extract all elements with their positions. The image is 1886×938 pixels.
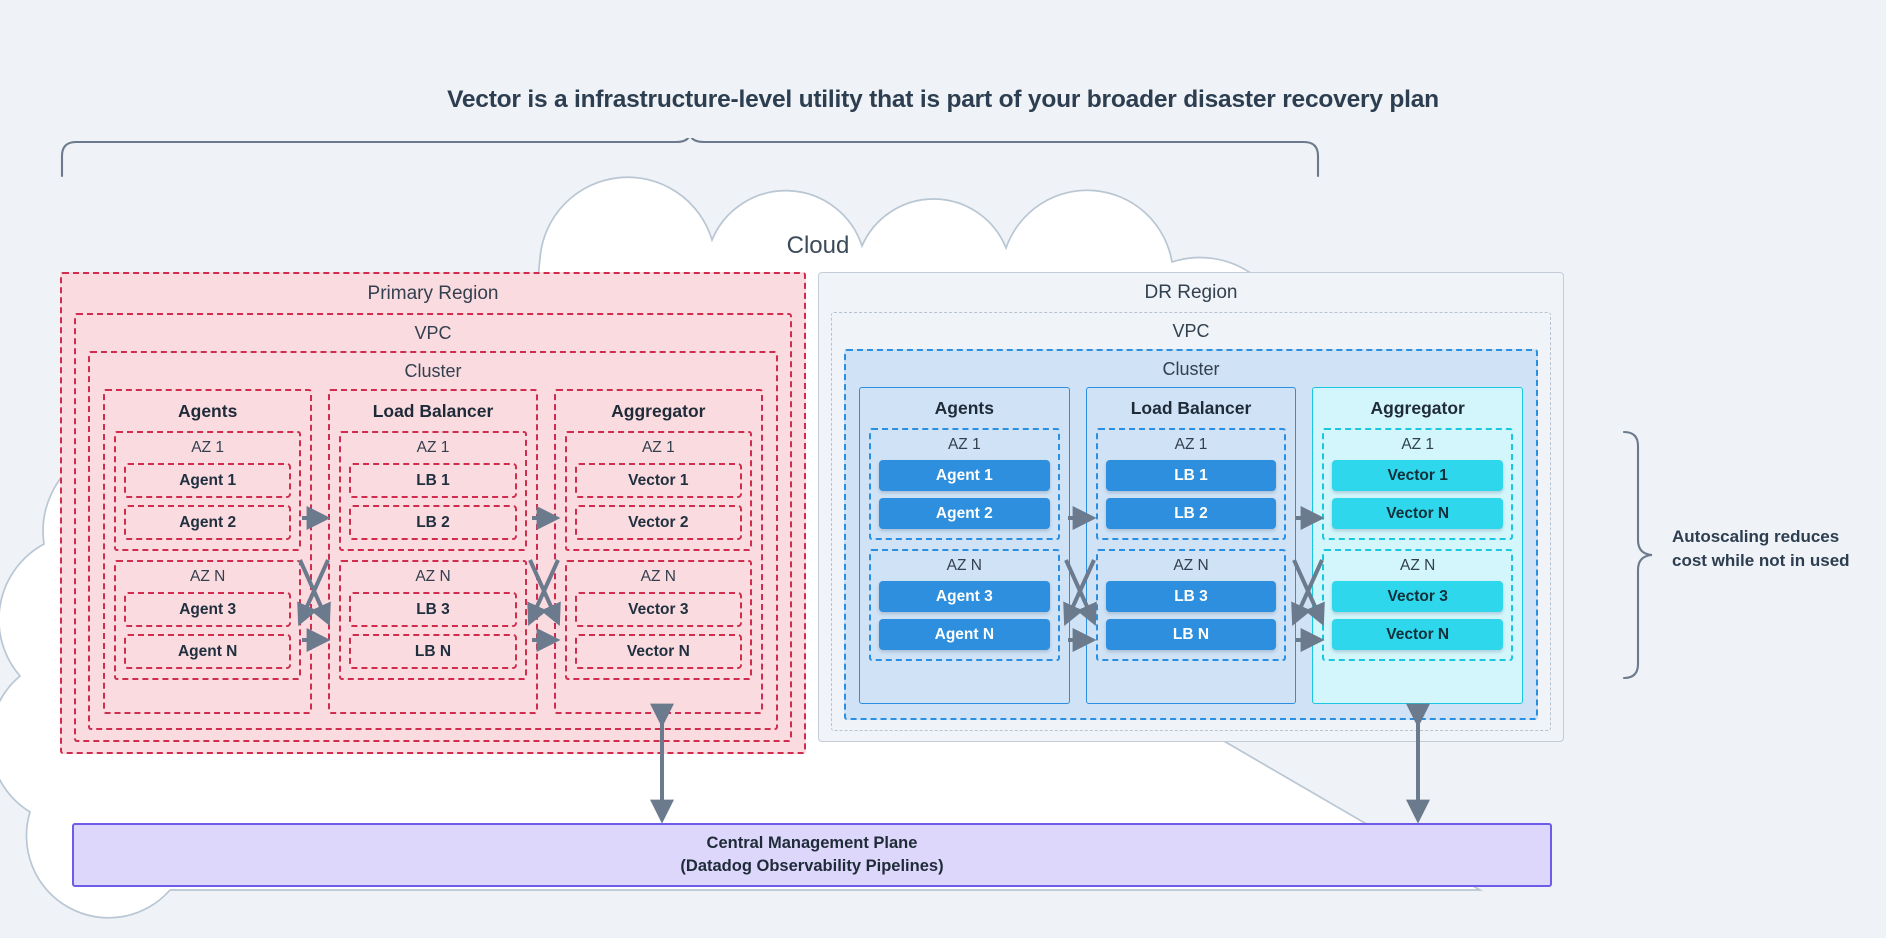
- column-title: Load Balancer: [1130, 398, 1252, 418]
- primary-column-aggregator: Aggregator AZ 1 Vector 1 Vector 2 AZ N V…: [553, 389, 763, 714]
- az-group: AZ 1 Agent 1 Agent 2: [869, 428, 1060, 540]
- node-vector-1[interactable]: Vector 1: [574, 463, 742, 498]
- node-vector-1[interactable]: Vector 1: [1332, 460, 1504, 491]
- dr-column-agents: Agents AZ 1 Agent 1 Agent 2 AZ N Agent 3…: [859, 387, 1070, 704]
- central-management-plane: Central Management Plane (Datadog Observ…: [72, 823, 1552, 887]
- az-label: AZ N: [1400, 557, 1436, 574]
- node-lb-1[interactable]: LB 1: [349, 463, 517, 498]
- node-vector-2[interactable]: Vector 2: [574, 505, 742, 540]
- node-vector-n[interactable]: Vector N: [1332, 619, 1504, 650]
- az-label: AZ 1: [416, 439, 450, 456]
- az-group: AZ 1 LB 1 LB 2: [339, 431, 527, 551]
- az-group: AZ 1 Vector 1 Vector 2: [564, 431, 752, 551]
- node-vector-n[interactable]: Vector N: [574, 634, 742, 669]
- column-title: Agents: [934, 398, 994, 418]
- node-vector-3[interactable]: Vector 3: [1332, 581, 1504, 612]
- node-agent-n[interactable]: Agent N: [124, 634, 292, 669]
- az-group: AZ N LB 3 LB N: [1095, 549, 1287, 661]
- top-brace: [60, 138, 1320, 178]
- node-lb-3[interactable]: LB 3: [349, 592, 517, 627]
- az-label: AZ N: [946, 557, 982, 574]
- node-lb-n[interactable]: LB N: [349, 634, 517, 669]
- dr-region-title: DR Region: [1144, 282, 1238, 303]
- node-vector-n-top[interactable]: Vector N: [1332, 498, 1504, 529]
- cloud-label: Cloud: [786, 232, 850, 259]
- dr-columns: Agents AZ 1 Agent 1 Agent 2 AZ N Agent 3…: [846, 387, 1536, 718]
- az-group: AZ 1 LB 1 LB 2: [1095, 428, 1287, 540]
- right-brace: [1622, 430, 1653, 680]
- az-label: AZ 1: [641, 439, 675, 456]
- az-group: AZ N Vector 3 Vector N: [564, 560, 752, 680]
- column-title: Aggregator: [611, 401, 706, 421]
- node-lb-n[interactable]: LB N: [1105, 619, 1277, 650]
- dr-column-load-balancer: Load Balancer AZ 1 LB 1 LB 2 AZ N LB 3 L…: [1085, 387, 1297, 704]
- page-title: Vector is a infrastructure-level utility…: [447, 86, 1439, 113]
- primary-vpc: VPC Cluster Agents AZ 1 Agent 1 Agent 2 …: [74, 313, 792, 742]
- primary-region-title: Primary Region: [367, 283, 499, 304]
- autoscaling-annotation: Autoscaling reduces cost while not in us…: [1672, 527, 1850, 571]
- primary-column-load-balancer: Load Balancer AZ 1 LB 1 LB 2 AZ N LB 3 L…: [328, 389, 538, 714]
- az-label: AZ N: [640, 568, 676, 585]
- az-label: AZ 1: [947, 436, 981, 453]
- az-group: AZ N LB 3 LB N: [339, 560, 527, 680]
- dr-cluster: Cluster Agents AZ 1 Agent 1 Agent 2 AZ N…: [844, 349, 1538, 720]
- column-title: Agents: [178, 401, 238, 421]
- dr-region: DR Region VPC Cluster Agents AZ 1 Agent …: [818, 272, 1564, 742]
- primary-cluster: Cluster Agents AZ 1 Agent 1 Agent 2 AZ N…: [88, 351, 778, 730]
- az-group: AZ 1 Vector 1 Vector N: [1322, 428, 1514, 540]
- node-lb-2[interactable]: LB 2: [349, 505, 517, 540]
- column-title: Aggregator: [1370, 398, 1465, 418]
- node-lb-1[interactable]: LB 1: [1105, 460, 1277, 491]
- node-agent-1[interactable]: Agent 1: [124, 463, 292, 498]
- dr-cluster-label: Cluster: [1162, 359, 1220, 379]
- node-agent-1[interactable]: Agent 1: [879, 460, 1050, 491]
- az-label: AZ N: [1173, 557, 1209, 574]
- node-lb-3[interactable]: LB 3: [1105, 581, 1277, 612]
- primary-region: Primary Region VPC Cluster Agents AZ 1 A…: [60, 272, 806, 754]
- mgmt-plane-subtitle: (Datadog Observability Pipelines): [680, 857, 944, 875]
- node-agent-3[interactable]: Agent 3: [879, 581, 1050, 612]
- az-group: AZ N Agent 3 Agent N: [114, 560, 302, 680]
- node-lb-2[interactable]: LB 2: [1105, 498, 1277, 529]
- az-label: AZ N: [415, 568, 451, 585]
- dr-vpc: VPC Cluster Agents AZ 1 Agent 1 Agent 2 …: [831, 312, 1551, 731]
- az-label: AZ 1: [1174, 436, 1208, 453]
- dr-column-aggregator: Aggregator AZ 1 Vector 1 Vector N AZ N V…: [1312, 387, 1524, 704]
- primary-columns: Agents AZ 1 Agent 1 Agent 2 AZ N Agent 3…: [90, 389, 776, 728]
- az-group: AZ 1 Agent 1 Agent 2: [114, 431, 302, 551]
- node-vector-3[interactable]: Vector 3: [574, 592, 742, 627]
- primary-column-agents: Agents AZ 1 Agent 1 Agent 2 AZ N Agent 3…: [103, 389, 313, 714]
- node-agent-n[interactable]: Agent N: [879, 619, 1050, 650]
- mgmt-plane-title: Central Management Plane: [706, 833, 918, 852]
- primary-vpc-label: VPC: [414, 323, 452, 343]
- node-agent-2[interactable]: Agent 2: [124, 505, 292, 540]
- az-label: AZ 1: [1401, 436, 1435, 453]
- node-agent-2[interactable]: Agent 2: [879, 498, 1050, 529]
- az-group: AZ N Agent 3 Agent N: [869, 549, 1060, 661]
- column-title: Load Balancer: [372, 401, 494, 421]
- az-label: AZ 1: [191, 439, 225, 456]
- node-agent-3[interactable]: Agent 3: [124, 592, 292, 627]
- az-label: AZ N: [190, 568, 226, 585]
- az-group: AZ N Vector 3 Vector N: [1322, 549, 1514, 661]
- primary-cluster-label: Cluster: [404, 361, 462, 381]
- dr-vpc-label: VPC: [1172, 321, 1210, 341]
